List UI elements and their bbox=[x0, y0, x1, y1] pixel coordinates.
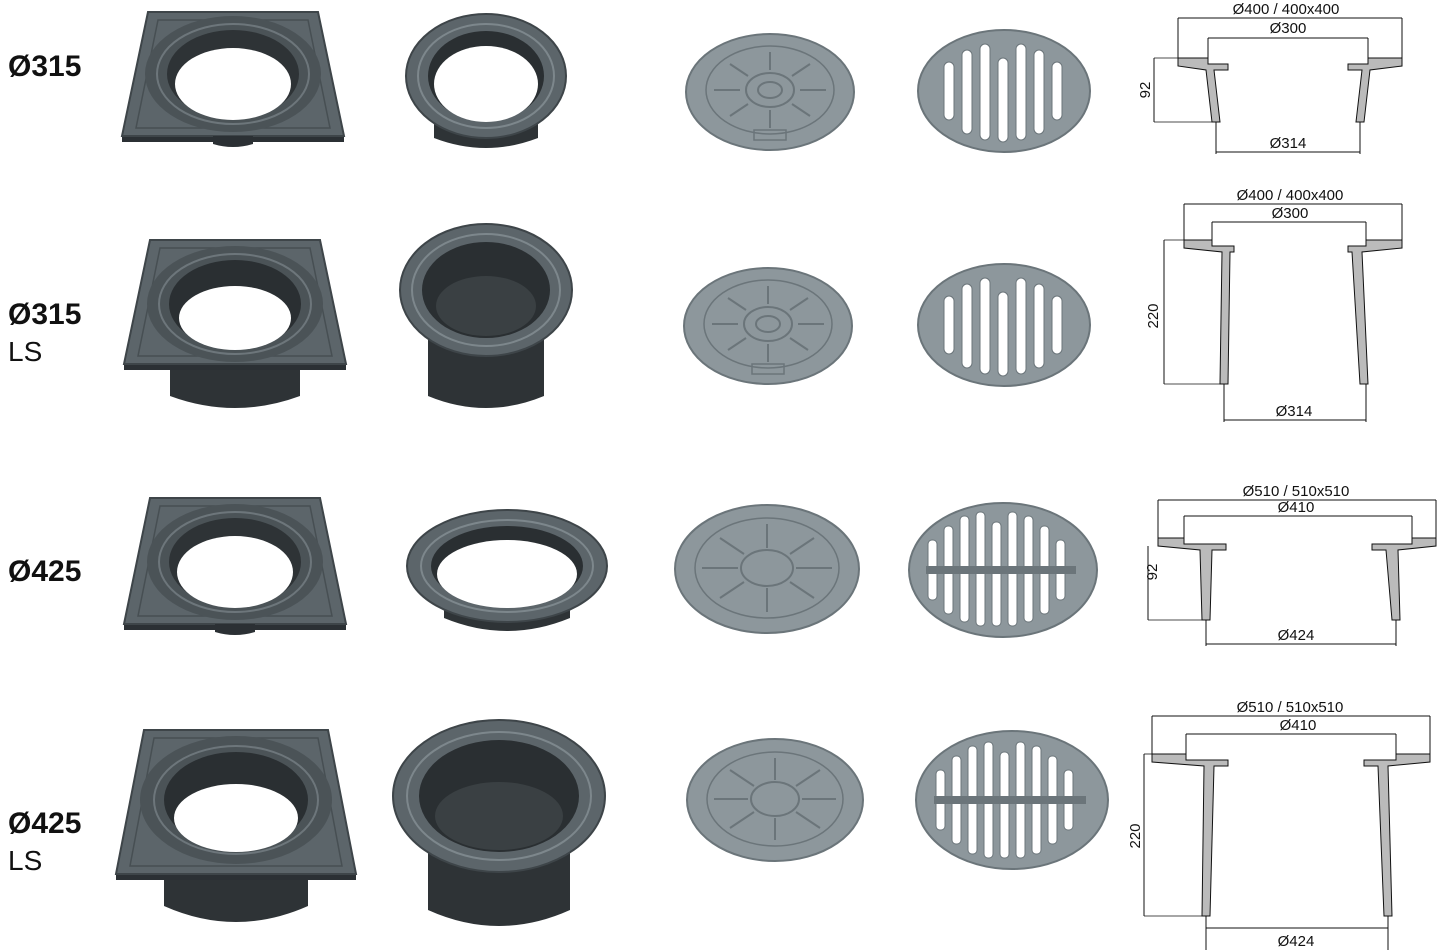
slotted-grate-icon bbox=[917, 263, 1091, 387]
slotted-grate-icon bbox=[908, 502, 1098, 638]
square-frame-tall-icon bbox=[122, 239, 348, 408]
square-frame-tall-icon bbox=[114, 729, 358, 922]
outer-dimension: Ø510 / 510x510 bbox=[1237, 699, 1344, 716]
inner-dimension: Ø410 bbox=[1278, 499, 1315, 516]
height-dimension: 220 bbox=[1145, 303, 1162, 328]
inner-dimension: Ø300 bbox=[1272, 205, 1309, 222]
inner-dimension: Ø410 bbox=[1280, 717, 1317, 734]
round-frame-icon bbox=[405, 13, 567, 148]
section-drawing-1: Ø400 / 400x400 Ø300 92 Ø314 bbox=[1137, 1, 1403, 154]
variant-label: LS bbox=[8, 845, 43, 876]
round-frame-icon bbox=[406, 509, 608, 631]
height-dimension: 92 bbox=[1137, 82, 1154, 99]
size-label: Ø315 bbox=[8, 298, 82, 331]
row-2-label: Ø315 LS bbox=[8, 296, 81, 370]
inner-dimension: Ø300 bbox=[1270, 20, 1307, 37]
solid-cover-icon bbox=[683, 267, 853, 385]
height-dimension: 92 bbox=[1144, 564, 1161, 581]
solid-cover-icon bbox=[674, 504, 860, 634]
row-1-label: Ø315 bbox=[8, 48, 81, 86]
size-label: Ø425 bbox=[8, 555, 82, 588]
bottom-dimension: Ø314 bbox=[1276, 403, 1313, 420]
size-label: Ø425 bbox=[8, 807, 82, 840]
outer-dimension: Ø400 / 400x400 bbox=[1237, 187, 1344, 204]
section-drawing-2: Ø400 / 400x400 Ø300 220 Ø314 bbox=[1145, 187, 1403, 422]
slotted-grate-icon bbox=[915, 730, 1109, 870]
outer-dimension: Ø510 / 510x510 bbox=[1243, 483, 1350, 500]
square-frame-icon bbox=[120, 11, 346, 147]
size-label: Ø315 bbox=[8, 50, 82, 83]
row-4-label: Ø425 LS bbox=[8, 805, 81, 879]
variant-label: LS bbox=[8, 336, 43, 367]
slotted-grate-icon bbox=[917, 29, 1091, 153]
section-drawing-4: Ø510 / 510x510 Ø410 220 Ø424 bbox=[1127, 699, 1431, 950]
row-3-label: Ø425 bbox=[8, 553, 81, 591]
round-frame-tall-icon bbox=[392, 719, 606, 926]
bottom-dimension: Ø424 bbox=[1278, 933, 1315, 950]
outer-dimension: Ø400 / 400x400 bbox=[1233, 1, 1340, 18]
solid-cover-icon bbox=[686, 738, 864, 862]
height-dimension: 220 bbox=[1127, 823, 1144, 848]
bottom-dimension: Ø424 bbox=[1278, 627, 1315, 644]
solid-cover-icon bbox=[685, 33, 855, 151]
bottom-dimension: Ø314 bbox=[1270, 135, 1307, 152]
square-frame-icon bbox=[122, 497, 348, 635]
round-frame-tall-icon bbox=[399, 223, 573, 408]
section-drawing-3: Ø510 / 510x510 Ø410 92 Ø424 bbox=[1144, 483, 1437, 646]
